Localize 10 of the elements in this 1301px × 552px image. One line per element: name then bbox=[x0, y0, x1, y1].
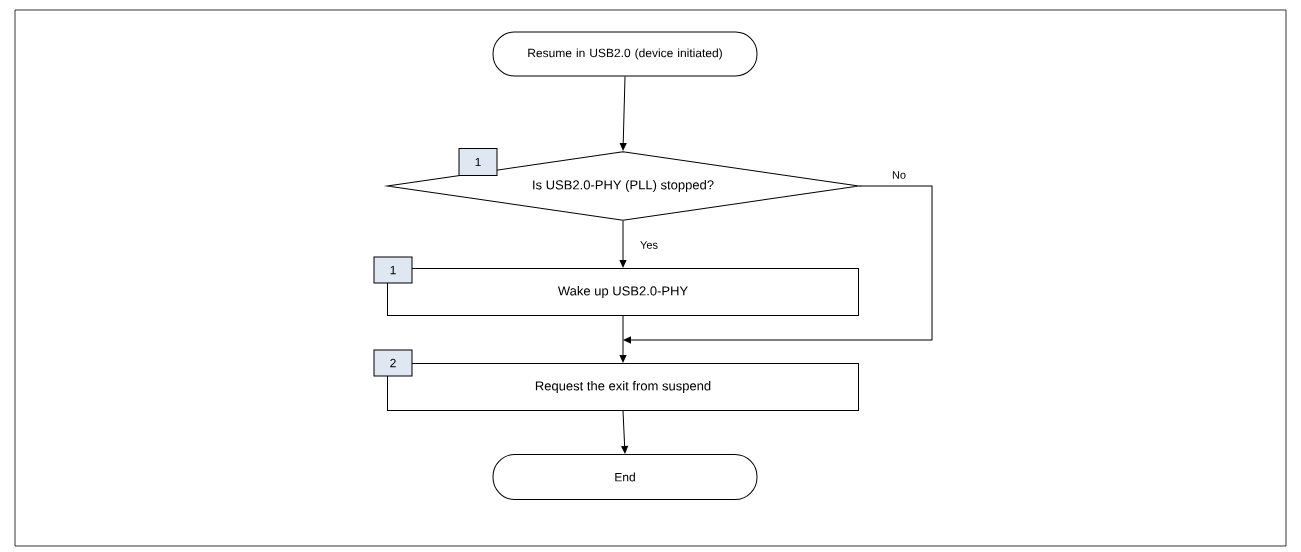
arrow bbox=[623, 185, 933, 344]
step-number-tag: 1 bbox=[458, 148, 498, 176]
arrow bbox=[621, 410, 628, 454]
arrow bbox=[619, 76, 627, 151]
edge-label: Yes bbox=[639, 240, 659, 250]
step-number-tag: 1 bbox=[373, 256, 413, 284]
step-number-tag: 2 bbox=[373, 349, 413, 377]
arrow bbox=[619, 220, 627, 268]
arrow bbox=[619, 315, 627, 363]
edge-label: No bbox=[891, 170, 908, 180]
